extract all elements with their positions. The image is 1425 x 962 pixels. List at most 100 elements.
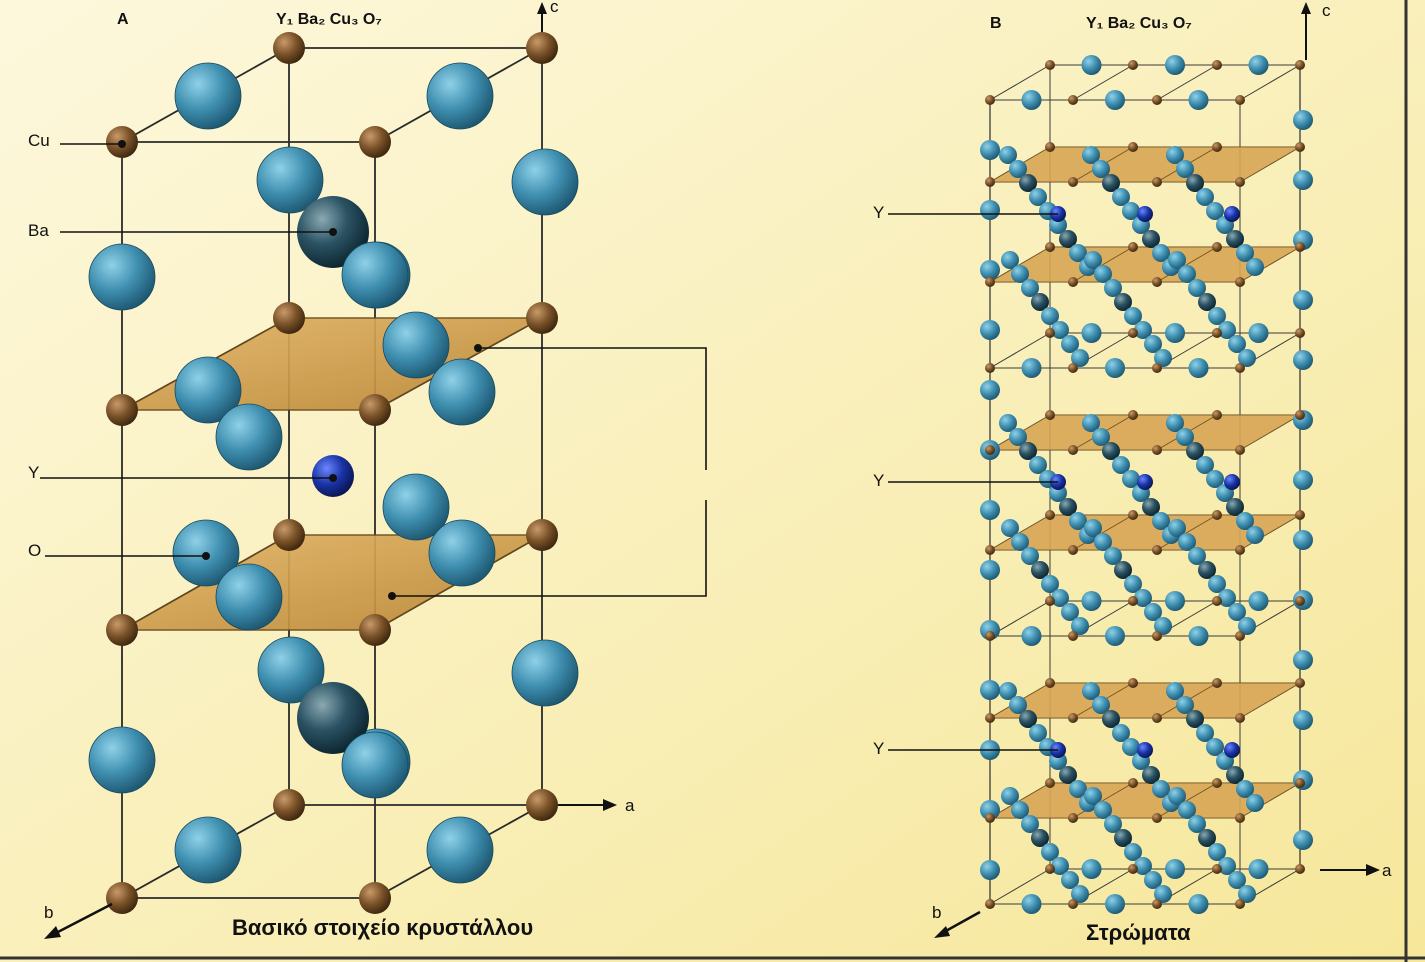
oxygen-atom bbox=[980, 380, 1000, 400]
oxygen-atom bbox=[1188, 547, 1206, 565]
oxygen-atom bbox=[1196, 724, 1214, 742]
axis-c-label-b: c bbox=[1322, 1, 1331, 20]
copper-atom bbox=[985, 445, 995, 455]
oxygen-atom bbox=[1112, 188, 1130, 206]
copper-atom bbox=[1128, 864, 1138, 874]
oxygen-atom bbox=[1105, 90, 1125, 110]
oxygen-atom bbox=[174, 62, 242, 130]
oxygen-atom bbox=[428, 519, 496, 587]
barium-atom bbox=[1059, 498, 1077, 516]
oxygen-atom bbox=[1166, 414, 1184, 432]
copper-atom bbox=[1295, 410, 1305, 420]
oxygen-atom bbox=[1248, 55, 1269, 75]
copper-atom bbox=[985, 899, 995, 909]
oxygen-atom bbox=[215, 563, 283, 631]
oxygen-atom bbox=[1188, 90, 1209, 110]
oxygen-atom bbox=[1165, 323, 1185, 343]
oxygen-atom bbox=[1176, 696, 1194, 714]
copper-atom bbox=[985, 545, 995, 555]
barium-atom bbox=[1059, 230, 1077, 248]
copper-atom bbox=[1068, 899, 1078, 909]
barium-atom bbox=[1031, 829, 1049, 847]
oxygen-atom bbox=[1228, 335, 1246, 353]
oxygen-atom bbox=[1196, 456, 1214, 474]
copper-atom bbox=[1152, 899, 1162, 909]
copper-atom bbox=[1235, 713, 1245, 723]
oxygen-atom bbox=[1009, 428, 1027, 446]
oxygen-atom bbox=[1293, 170, 1313, 190]
barium-atom bbox=[1102, 174, 1120, 192]
copper-atom bbox=[1212, 328, 1222, 338]
oxygen-atom bbox=[1206, 470, 1224, 488]
oxygen-atom bbox=[256, 146, 324, 214]
leader-lines bbox=[40, 143, 707, 597]
oxygen-atom bbox=[1071, 885, 1089, 903]
oxygen-atom bbox=[1168, 787, 1186, 805]
oxygen-atom bbox=[341, 241, 409, 309]
copper-atom bbox=[1068, 177, 1078, 187]
copper-atom bbox=[1235, 899, 1245, 909]
oxygen-atom bbox=[980, 200, 1000, 220]
label-dot bbox=[388, 592, 396, 600]
barium-atom bbox=[1114, 293, 1132, 311]
oxygen-atom bbox=[174, 356, 242, 424]
oxygen-atom bbox=[511, 639, 579, 707]
copper-atom bbox=[1295, 678, 1305, 688]
copper-atom bbox=[985, 713, 995, 723]
oxygen-atom bbox=[1196, 188, 1214, 206]
copper-atom bbox=[985, 277, 995, 287]
copper-atom bbox=[1295, 60, 1305, 70]
panel-b-formula: Y₁ Ba₂ Cu₃ O₇ bbox=[1086, 15, 1192, 32]
oxygen-atom bbox=[1165, 55, 1185, 75]
oxygen-atom bbox=[1246, 794, 1264, 812]
copper-atom bbox=[985, 177, 995, 187]
copper-atom bbox=[1128, 60, 1138, 70]
copper-atom bbox=[985, 631, 995, 641]
oxygen-atom bbox=[1293, 110, 1313, 130]
copper-atom bbox=[1152, 363, 1162, 373]
axis-b-line-b bbox=[943, 910, 981, 934]
copper-atom bbox=[359, 614, 391, 646]
barium-atom bbox=[1198, 293, 1216, 311]
lattice-edge bbox=[989, 868, 1051, 905]
oxygen-atom bbox=[426, 816, 494, 884]
yttrium-atom bbox=[1224, 742, 1240, 758]
axis-a-label: a bbox=[625, 796, 635, 815]
oxygen-atom bbox=[1176, 160, 1194, 178]
y-leader-lines bbox=[888, 213, 1058, 751]
oxygen-atom bbox=[1236, 780, 1254, 798]
copper-atom bbox=[1152, 277, 1162, 287]
oxygen-atom bbox=[1122, 202, 1140, 220]
copper-atom bbox=[1235, 445, 1245, 455]
oxygen-atom bbox=[1293, 470, 1313, 490]
oxygen-atom bbox=[980, 140, 1000, 160]
yttrium-atom bbox=[1137, 742, 1153, 758]
copper-atom bbox=[1128, 242, 1138, 252]
copper-atom bbox=[1068, 631, 1078, 641]
oxygen-atom bbox=[1144, 335, 1162, 353]
oxygen-atom bbox=[1293, 530, 1313, 550]
panel-b-letter: B bbox=[990, 15, 1002, 32]
axis-b-label-b: b bbox=[932, 903, 941, 922]
copper-atom bbox=[1128, 328, 1138, 338]
oxygen-atom bbox=[1238, 349, 1256, 367]
oxygen-atom bbox=[1061, 335, 1079, 353]
copper-atom bbox=[1212, 864, 1222, 874]
oxygen-atom bbox=[1168, 251, 1186, 269]
oxygen-atom bbox=[1248, 859, 1269, 879]
axis-b-arrow-b bbox=[934, 926, 950, 938]
oxygen-atom bbox=[1228, 603, 1246, 621]
copper-atom bbox=[1128, 410, 1138, 420]
oxygen-atom bbox=[1176, 428, 1194, 446]
copper-atom bbox=[1152, 713, 1162, 723]
label-dot bbox=[118, 140, 126, 148]
label-y-1: Y bbox=[873, 203, 884, 222]
barium-atom bbox=[1059, 766, 1077, 784]
oxygen-atom bbox=[382, 311, 450, 379]
copper-atom bbox=[1045, 778, 1055, 788]
copper-atom bbox=[273, 32, 305, 64]
oxygen-atom bbox=[1001, 251, 1019, 269]
lattice-edge bbox=[1072, 64, 1134, 101]
copper-atom bbox=[106, 614, 138, 646]
oxygen-atom bbox=[1069, 244, 1087, 262]
